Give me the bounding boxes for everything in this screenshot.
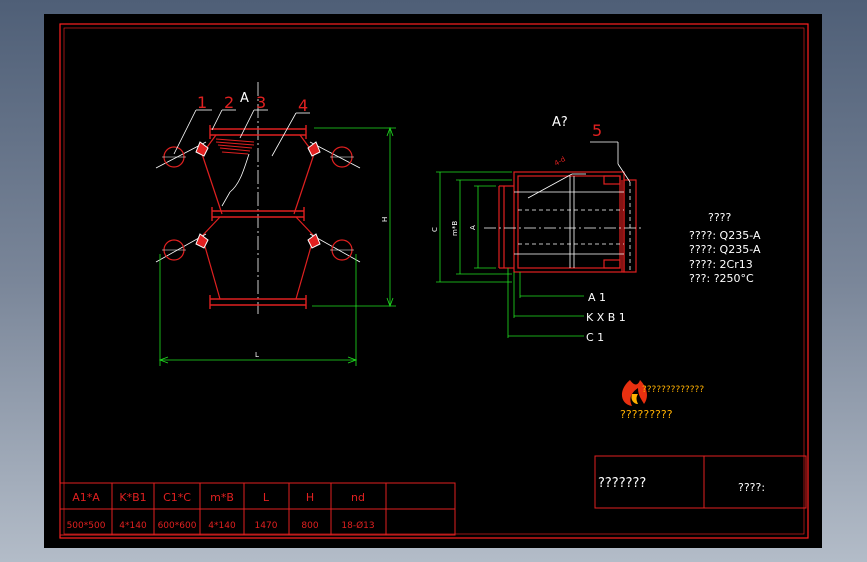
- table-value-mB: 4*140: [208, 521, 236, 531]
- dimension-angle-label: 4-d: [553, 155, 567, 168]
- table-value-L: 1470: [255, 521, 278, 531]
- title-block: ??????? ????:: [594, 455, 807, 509]
- dimension-C-label: C: [431, 227, 439, 232]
- dimension-mB-label: m*B: [451, 221, 459, 236]
- parameter-table: A1*A K*B1 C1*C m*B L H nd 500*500 4*140 …: [59, 482, 456, 536]
- dimension-L: [158, 254, 358, 366]
- leader-KXB1: K X B 1: [586, 311, 626, 324]
- table-value-nd: 18-Ø13: [341, 520, 374, 531]
- table-value-H: 800: [301, 521, 318, 531]
- lower-counterweights: [155, 233, 361, 263]
- table-value-KB1: 4*140: [119, 521, 147, 531]
- outer-frame: [59, 23, 809, 539]
- inner-frame: [63, 27, 805, 535]
- materials-list: ???? ????: Q235-A ????: Q235-A ????: 2Cr…: [689, 211, 761, 285]
- cad-drawing: A A? 1 2 3 4 5 H L C m*B A 4-d A 1 K X B…: [59, 23, 809, 539]
- logo-line-2: ?????????: [620, 408, 673, 421]
- unit-label: ????:: [738, 481, 765, 494]
- side-internals: [484, 141, 644, 270]
- side-view: [436, 141, 644, 338]
- material-row-3: ????: 2Cr13: [689, 258, 753, 271]
- flame-icon: [621, 380, 647, 406]
- table-header-KB1: K*B1: [119, 491, 146, 504]
- drawing-sheet: A A? 1 2 3 4 5 H L C m*B A 4-d A 1 K X B…: [44, 14, 822, 548]
- table-header-L: L: [263, 491, 270, 504]
- leader-A1: A 1: [588, 291, 606, 304]
- callout-5: 5: [592, 121, 602, 140]
- labels: A A? 1 2 3 4 5 H L C m*B A 4-d A 1 K X B…: [197, 91, 626, 359]
- view-label-side: A?: [552, 115, 568, 130]
- table-value-A1A: 500*500: [67, 521, 106, 531]
- material-row-1: ????: Q235-A: [689, 229, 761, 242]
- material-row-4: ???: ?250°C: [689, 272, 754, 285]
- table-header-C1C: C1*C: [163, 491, 191, 504]
- middle-flange: [211, 207, 305, 221]
- callout-3: 3: [256, 93, 266, 112]
- material-row-2: ????: Q235-A: [689, 243, 761, 256]
- side-dimensions: [436, 171, 512, 283]
- table-header-nd: nd: [351, 491, 365, 504]
- dimension-H-label: H: [381, 217, 389, 222]
- table-header-mB: m*B: [210, 491, 234, 504]
- table-header-H: H: [306, 491, 314, 504]
- top-flange: [209, 125, 307, 139]
- dimension-A-label: A: [469, 225, 477, 230]
- leader-C1: C 1: [586, 331, 604, 344]
- callout-4: 4: [298, 96, 308, 115]
- view-label-main: A: [240, 91, 249, 106]
- materials-heading: ????: [708, 211, 732, 224]
- side-leaders: [507, 268, 584, 338]
- upper-flap: [215, 138, 255, 155]
- callout-leaders: [173, 109, 310, 157]
- company-logo: ????????????? ?????????: [620, 380, 704, 421]
- side-housing: [498, 171, 637, 273]
- table-value-C1C: 600*600: [158, 521, 197, 531]
- dimension-H: [312, 126, 396, 308]
- upper-counterweights: [155, 141, 361, 169]
- bottom-flange: [209, 295, 307, 309]
- dimension-L-label: L: [255, 351, 259, 359]
- callout-2: 2: [224, 93, 234, 112]
- drawing-name: ???????: [598, 476, 646, 491]
- logo-line-1: ?????????????: [642, 385, 704, 395]
- break-line: [221, 153, 250, 207]
- table-header-A1A: A1*A: [72, 491, 100, 504]
- front-view: [155, 82, 396, 366]
- callout-1: 1: [197, 93, 207, 112]
